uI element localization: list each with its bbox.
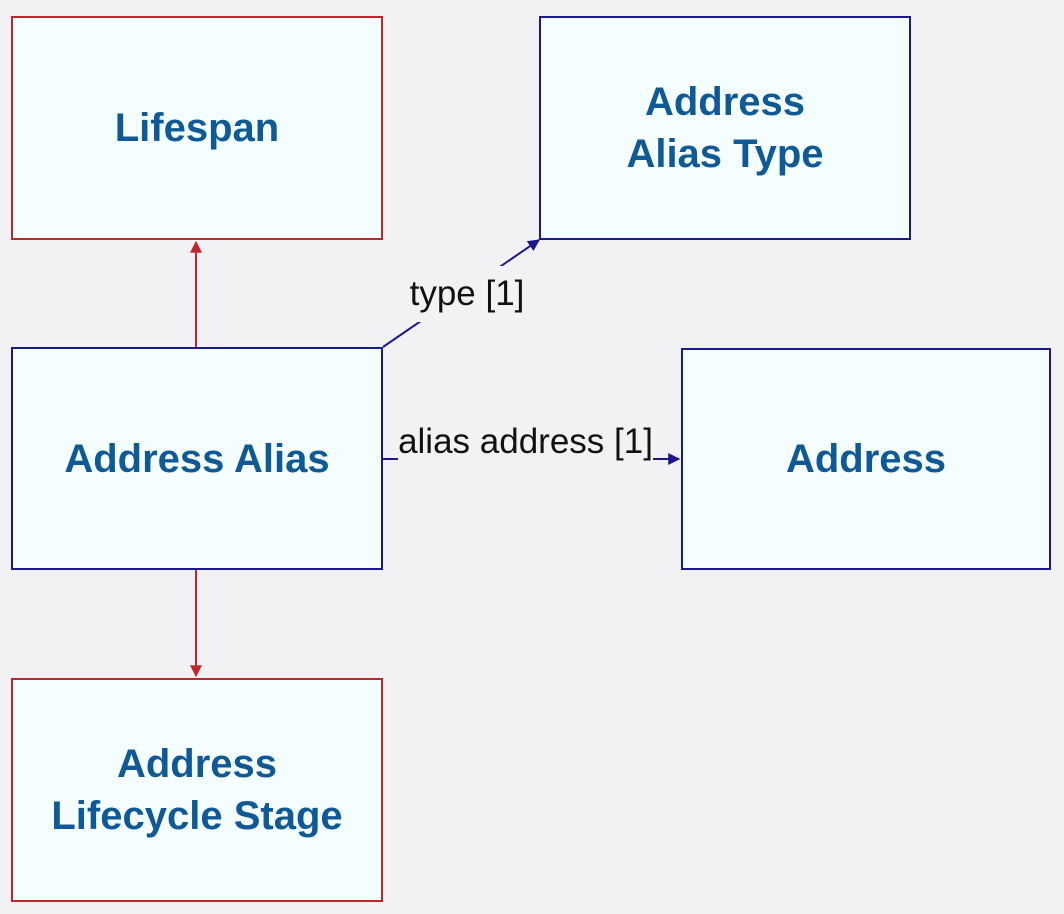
node-address-lifecycle-stage[interactable]: Address Lifecycle Stage — [11, 678, 383, 902]
node-label: Address Alias — [64, 436, 330, 481]
node-address-alias-type[interactable]: Address Alias Type — [539, 16, 911, 240]
node-label: Address Lifecycle Stage — [51, 742, 343, 838]
node-label: Lifespan — [114, 106, 280, 150]
node-address-alias[interactable]: Address Alias — [11, 347, 383, 570]
node-lifespan[interactable]: Lifespan — [11, 16, 383, 240]
edge-label-type: type [1] — [392, 266, 542, 322]
edge-label-alias-address: alias address [1] — [398, 414, 653, 470]
node-label: Address — [785, 437, 947, 481]
node-address[interactable]: Address — [681, 348, 1051, 570]
node-label: Address Alias Type — [626, 80, 824, 176]
